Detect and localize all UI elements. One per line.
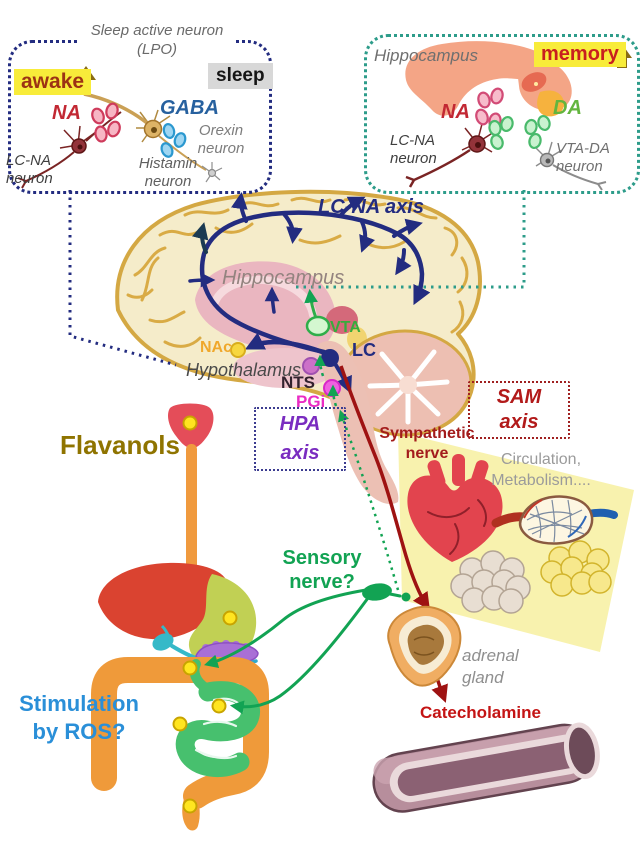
- gaba-label: GABA: [160, 97, 219, 119]
- hpa-axis-label: HPA axis: [279, 413, 321, 464]
- sensory-nerve-terminal-dot: [401, 592, 411, 602]
- sensory-nerve-cell-body: [362, 583, 392, 601]
- brain-gyri: [126, 196, 469, 348]
- lcna-axis-arrows: [188, 192, 431, 394]
- nac-label: NAc: [200, 339, 233, 356]
- memory-label: memory: [534, 42, 626, 67]
- na-label-sleep: NA: [52, 102, 81, 124]
- lcna-neuron-label-memory: LC-NA neuron: [390, 132, 439, 167]
- vtada-neuron-icon: [533, 141, 607, 191]
- stimulation-by-ros-label: Stimulation by ROS?: [19, 691, 146, 744]
- heart-icon: [407, 454, 503, 562]
- lcna-neuron-sleep: [17, 111, 122, 189]
- histamin-neuron-label: Histamin neuron: [138, 155, 202, 190]
- lc-nucleus: [321, 349, 339, 367]
- circulation-metabolism-label: Circulation, Metabolism....: [491, 451, 591, 489]
- hpa-axis-box: HPA axis: [254, 407, 346, 471]
- orexin-neuron-label: Orexin neuron: [197, 122, 248, 157]
- vta-label: VTA: [330, 319, 361, 336]
- da-label: DA: [553, 97, 582, 119]
- esophagus-icon: [186, 444, 197, 576]
- hypothalamus-label: Hypothalamus: [186, 360, 302, 380]
- vtada-neuron-label: VTA-DA neuron: [556, 140, 614, 175]
- awake-label: awake: [14, 69, 92, 95]
- pgi-nucleus: [323, 379, 341, 397]
- vta-nucleus: [305, 315, 331, 337]
- sam-axis-box: SAM axis: [468, 381, 570, 439]
- connector-lpo-to-hypothalamus: [68, 190, 177, 367]
- sensory-nerve-lines: [204, 588, 402, 715]
- vagal-relay-arrows: [314, 354, 339, 407]
- na-vesicles-sleep: [91, 102, 121, 143]
- cell-cluster-beige: [450, 550, 531, 614]
- na-label-memory: NA: [441, 101, 470, 123]
- catecholamine-label: Catecholamine: [420, 703, 541, 722]
- da-vesicles: [488, 114, 551, 150]
- histamin-neuron-icon: [201, 162, 223, 183]
- memory-box: [364, 34, 640, 194]
- sleep-box-title: Sleep active neuron (LPO): [80, 22, 234, 60]
- nts-nucleus: [302, 357, 320, 375]
- flavanol-dots: [172, 415, 238, 814]
- sympathetic-nerve-arrow: [339, 365, 430, 611]
- sleep-label: sleep: [208, 63, 273, 89]
- blood-vessel-icon: [372, 722, 600, 813]
- colon-icon: [91, 657, 269, 809]
- sensory-nerve-label: Sensory nerve?: [282, 547, 368, 593]
- flavanols-label: Flavanols: [60, 430, 180, 460]
- liver-icon: [98, 562, 229, 640]
- connector-memory-to-hippocampus: [292, 190, 526, 289]
- cerebellum: [337, 329, 473, 437]
- nts-label: NTS: [281, 373, 315, 392]
- hippocampus-label-brain: Hippocampus: [222, 267, 345, 289]
- nac-nucleus: [230, 342, 246, 358]
- hippocampus-illustration: [405, 41, 572, 117]
- sympathetic-nerve-label: Sympathetic nerve: [379, 425, 480, 462]
- sam-axis-label: SAM axis: [496, 386, 542, 433]
- pgi-label: PGi: [296, 392, 326, 411]
- adrenal-gland-label: adrenal gland: [462, 646, 524, 688]
- lc-label: LC: [352, 340, 376, 360]
- hippocampus-label-memory-box: Hippocampus: [374, 46, 478, 65]
- adrenal-gland-icon: [387, 605, 462, 687]
- cell-cluster-yellow: [540, 540, 612, 597]
- gaba-vesicles: [160, 123, 187, 158]
- stomach-icon: [188, 574, 257, 665]
- capillary-icon: [491, 495, 618, 545]
- lcna-neuron-label-sleep: LC-NA neuron: [6, 152, 55, 187]
- lcna-axis-label: LC-NA axis: [318, 196, 424, 218]
